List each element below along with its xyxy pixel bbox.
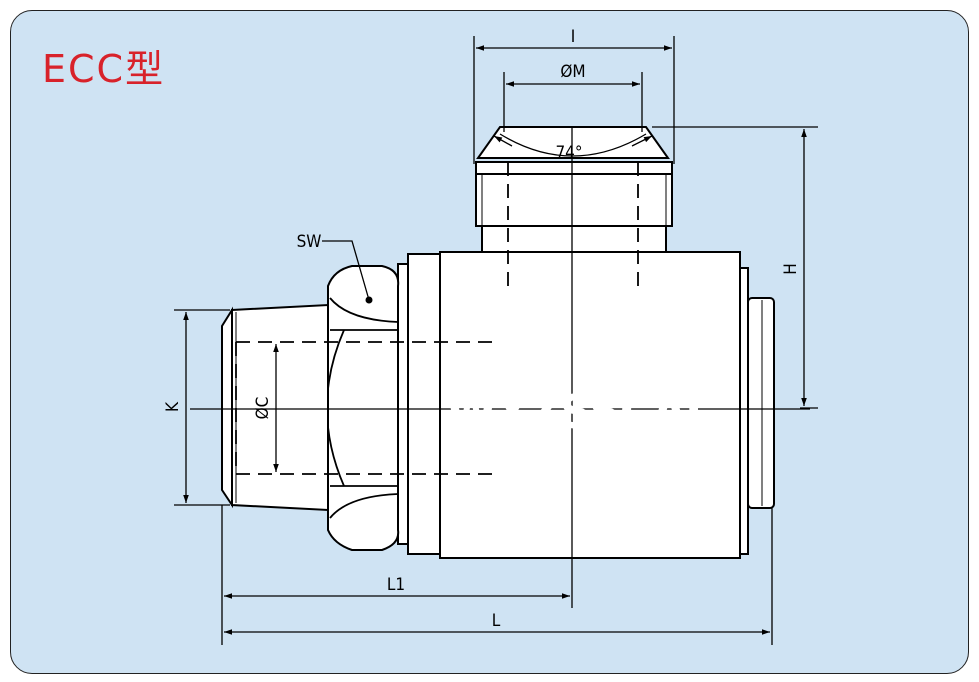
label-L1: L1 [387,575,405,595]
label-H: H [781,263,801,275]
right-end-cap [747,297,775,509]
label-I: I [571,27,576,47]
main-body [439,251,741,559]
collar [407,253,441,555]
collar-step [397,263,409,545]
label-angle: 74° [555,143,582,163]
label-L: L [492,611,501,631]
label-phi-M: ØM [560,62,585,82]
dim-I [473,36,675,164]
left-fitting [221,303,329,512]
right-ring [739,267,749,555]
model-title: ECC型 [42,47,166,91]
top-port-thread [475,173,673,227]
hidden-lines [235,162,639,475]
dim-M [503,72,643,132]
dim-angle [493,133,653,157]
top-port-cone [476,126,670,159]
hex-nut [327,265,400,551]
top-port-flange [475,161,673,175]
sw-leader [322,240,370,301]
label-SW: SW [297,232,322,252]
label-phi-C: ØC [253,397,273,420]
center-lines [190,128,810,608]
dim-K [174,309,230,506]
label-K: K [163,401,183,412]
dim-H [652,126,818,409]
dim-L [221,505,773,645]
watermark: WXZSSCAL [446,385,714,439]
